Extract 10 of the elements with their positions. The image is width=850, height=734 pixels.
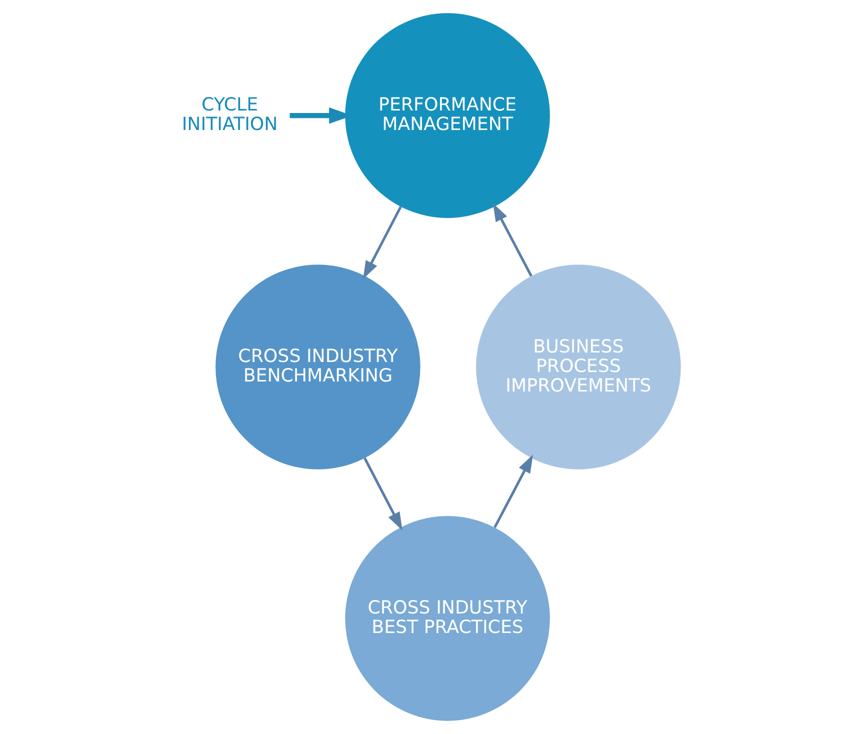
node-text: CYCLE INITIATION xyxy=(181,94,278,136)
node-circle: BUSINESS PROCESS IMPROVEMENTS xyxy=(476,264,680,470)
node-circle: CROSS INDUSTRY BEST PRACTICES xyxy=(344,516,550,721)
node-circle: CROSS INDUSTRY BENCHMARKING xyxy=(215,264,420,470)
arrow xyxy=(363,458,402,530)
arrow xyxy=(493,454,532,528)
arrow xyxy=(362,206,402,280)
arrow xyxy=(289,107,352,124)
arrow xyxy=(492,203,532,277)
node-circle: PERFORMANCE MANAGEMENT xyxy=(344,13,550,218)
